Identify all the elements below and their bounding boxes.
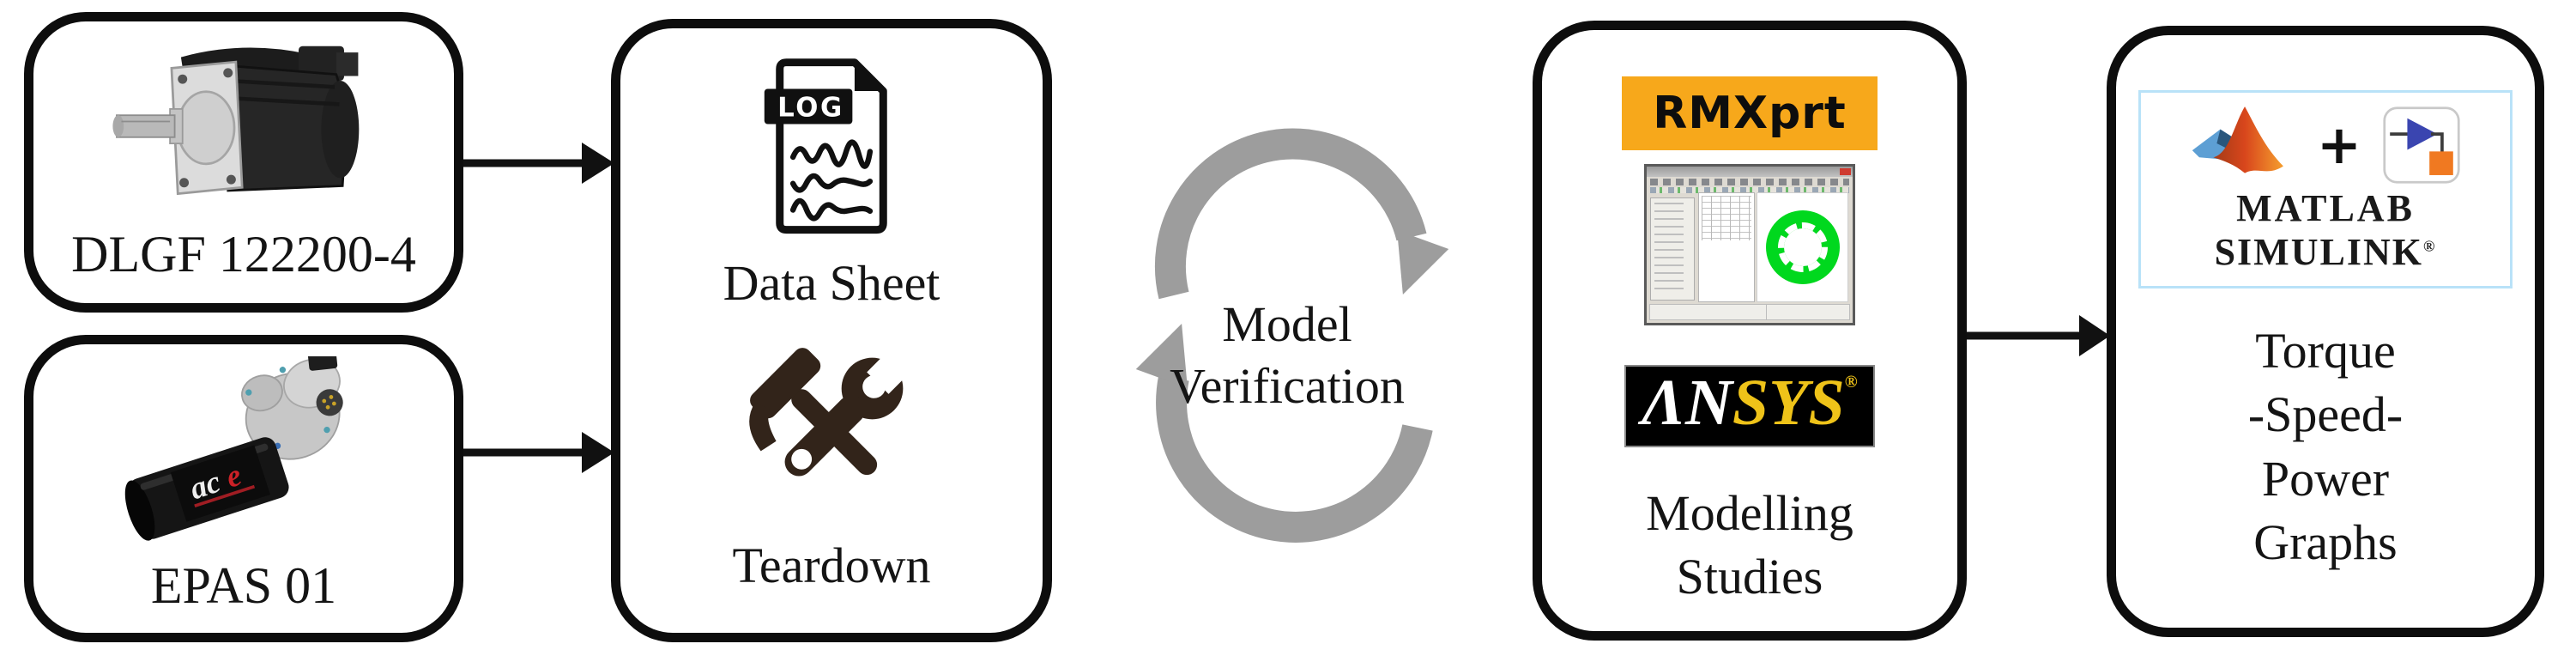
simulink-text: SIMULINK xyxy=(2214,230,2423,273)
plus-sign: + xyxy=(2317,113,2361,176)
teardown-label: Teardown xyxy=(732,537,931,593)
screenshot-table-panel xyxy=(1698,192,1755,302)
close-button-icon xyxy=(1840,168,1851,175)
ansys-logo-white-part: ΛN xyxy=(1642,367,1732,439)
results-line2: -Speed- xyxy=(2247,386,2404,443)
ansys-logo: ΛN SYS ® xyxy=(1624,365,1875,447)
ansys-logo-yellow-part: SYS xyxy=(1732,367,1845,439)
modelling-line1: Modelling xyxy=(1646,485,1853,541)
rmxprt-logo: RMXprt xyxy=(1622,76,1878,150)
log-document-icon: LOG xyxy=(764,58,887,234)
model-verification-line1: Model xyxy=(1222,296,1352,352)
results-label: Torque -Speed- Power Graphs xyxy=(2248,319,2403,574)
arrow-modelling-to-results xyxy=(1967,315,2110,356)
simulink-registered-mark: ® xyxy=(2422,236,2437,254)
stator-ring-graphic xyxy=(1765,210,1840,284)
simulink-wordmark: SIMULINK® xyxy=(2215,231,2437,275)
node-analysis: LOG Data Sheet Teardown xyxy=(611,19,1052,642)
screenshot-titlebar xyxy=(1647,167,1853,177)
node-epas-motor: ac e EPAS 01 xyxy=(24,335,463,642)
results-line4: Graphs xyxy=(2253,513,2398,570)
model-verification-label: Model Verification xyxy=(1103,294,1472,417)
rmxprt-screenshot xyxy=(1644,164,1855,325)
node-results-graphs: + MATLAB SIMULINK® Torque -Speed- Power … xyxy=(2107,26,2544,637)
results-line1: Torque xyxy=(2255,323,2396,380)
modelling-line2: Studies xyxy=(1676,549,1823,605)
model-verification-line2: Verification xyxy=(1170,357,1405,414)
data-sheet-label: Data Sheet xyxy=(723,255,940,311)
matlab-logo-icon xyxy=(2192,106,2283,173)
screenshot-toolbar xyxy=(1650,187,1849,193)
cycle-arrow-top xyxy=(1154,128,1449,300)
arrow-motor2-to-analysis xyxy=(463,432,614,473)
node-dlgf-motor: DLGF 122200-4 xyxy=(24,12,463,313)
modelling-studies-label: Modelling Studies xyxy=(1646,482,1853,609)
stator-slots xyxy=(1777,222,1828,272)
motor1-label: DLGF 122200-4 xyxy=(71,225,416,282)
results-line3: Power xyxy=(2261,450,2390,507)
screenshot-tree-panel xyxy=(1650,197,1695,301)
ansys-registered-mark: ® xyxy=(1844,373,1858,392)
node-modelling-studies: RMXprt ΛN SYS ® Modelling Studies xyxy=(1533,21,1967,641)
screenshot-canvas xyxy=(1757,192,1848,302)
servo-motor-photo xyxy=(112,46,360,196)
matlab-wordmark: MATLAB xyxy=(2236,187,2415,229)
log-badge-text: LOG xyxy=(777,93,844,124)
motor2-label: EPAS 01 xyxy=(150,556,337,614)
matlab-simulink-panel: + MATLAB SIMULINK® xyxy=(2138,90,2513,289)
simulink-logo-icon xyxy=(2383,106,2460,184)
crossed-hammer-wrench-icon xyxy=(749,346,915,477)
epas-motor-photo: ac e xyxy=(124,356,343,541)
screenshot-statusbar xyxy=(1649,304,1850,320)
screenshot-menubar xyxy=(1650,179,1849,185)
arrow-motor1-to-analysis xyxy=(463,143,614,184)
